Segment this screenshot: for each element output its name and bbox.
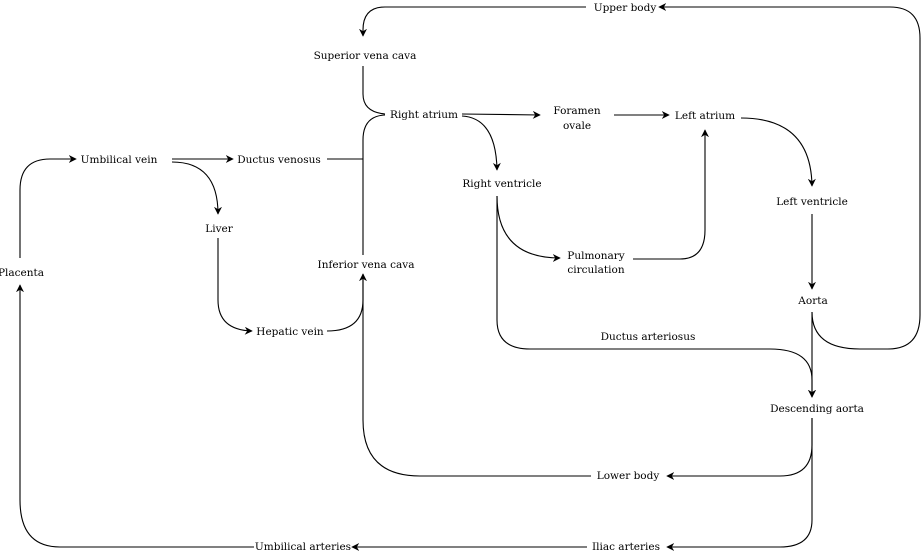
- edge-upper-body-to-superior-vena-cava: [359, 6, 586, 37]
- edge-lower-body-to-inferior-vena-cava: [362, 274, 591, 477]
- node-iliac-arteries: Iliac arteries: [592, 541, 660, 553]
- edge-umbilical-arteries-to-placenta: [16, 284, 254, 548]
- node-liver: Liver: [205, 223, 233, 235]
- node-foramen-ovale-line1: Foramen: [553, 105, 600, 117]
- edge-liver-to-hepatic-vein: [217, 238, 253, 335]
- node-umbilical-vein: Umbilical vein: [81, 154, 158, 166]
- nodes: Upper body Superior vena cava Right atri…: [0, 2, 864, 553]
- node-ductus-arteriosus: Ductus arteriosus: [601, 331, 696, 343]
- node-inferior-vena-cava: Inferior vena cava: [318, 259, 415, 271]
- edge-descending-aorta-to-lower-body: [666, 418, 813, 480]
- edge-right-atrium-to-right-ventricle: [461, 115, 501, 171]
- edge-umbilical-vein-to-liver: [171, 161, 222, 215]
- node-placenta: Placenta: [0, 267, 44, 279]
- node-pulmonary-circulation-line2: circulation: [567, 264, 624, 276]
- node-descending-aorta: Descending aorta: [770, 403, 864, 415]
- node-aorta: Aorta: [797, 295, 827, 307]
- node-right-atrium: Right atrium: [390, 109, 458, 121]
- node-ductus-venosus: Ductus venosus: [237, 154, 321, 166]
- node-umbilical-arteries: Umbilical arteries: [255, 541, 351, 553]
- edge-inferior-vena-cava-to-right-atrium: [362, 114, 386, 255]
- edge-hepatic-vein-to-inferior-vena-cava: [326, 273, 367, 332]
- node-right-ventricle: Right ventricle: [462, 178, 541, 190]
- edge-placenta-to-umbilical-vein: [19, 155, 77, 258]
- edge-aorta-to-upper-body: [658, 3, 921, 350]
- node-upper-body: Upper body: [594, 2, 657, 14]
- edge-right-atrium-to-foramen-ovale: [461, 110, 541, 119]
- edge-superior-vena-cava-to-right-atrium: [362, 66, 386, 115]
- node-hepatic-vein: Hepatic vein: [256, 326, 324, 338]
- node-left-ventricle: Left ventricle: [776, 196, 848, 208]
- edge-left-atrium-to-left-ventricle: [740, 117, 816, 187]
- edge-right-ventricle-ductus-arteriosus-to-descending-aorta: [496, 196, 816, 398]
- node-superior-vena-cava: Superior vena cava: [314, 50, 417, 62]
- node-foramen-ovale-line2: ovale: [563, 120, 591, 132]
- edge-pulmonary-circulation-to-left-atrium: [633, 129, 709, 260]
- node-left-atrium: Left atrium: [675, 110, 735, 122]
- edges: [16, 3, 921, 551]
- node-pulmonary-circulation-line1: Pulmonary: [567, 250, 625, 262]
- edge-right-ventricle-to-pulmonary-circulation: [496, 195, 561, 262]
- node-lower-body: Lower body: [597, 470, 660, 482]
- edge-descending-aorta-to-iliac-arteries: [666, 418, 813, 551]
